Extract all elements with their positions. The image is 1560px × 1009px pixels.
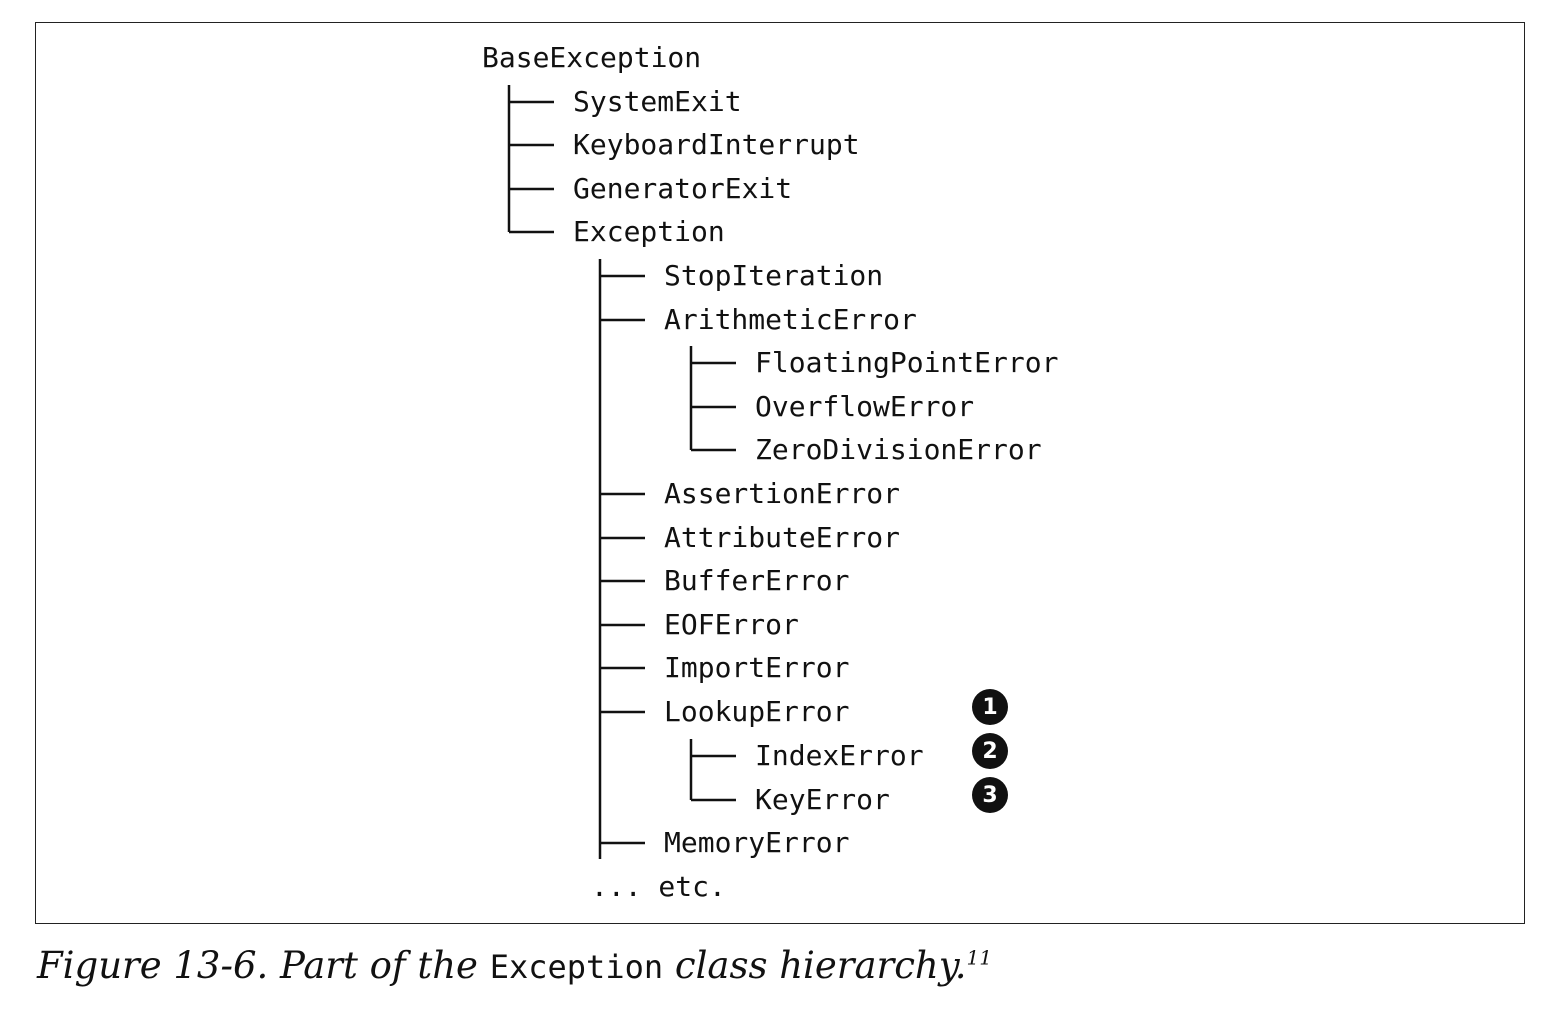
figure-frame: BaseException SystemExit KeyboardInterru…: [35, 22, 1525, 924]
tree-connectors: [507, 85, 736, 859]
node-eoferror: EOFError: [664, 608, 799, 641]
node-systemexit: SystemExit: [573, 85, 742, 118]
exception-hierarchy-tree: BaseException SystemExit KeyboardInterru…: [36, 23, 1524, 923]
node-lookuperror: LookupError: [664, 695, 850, 728]
node-generatorexit: GeneratorExit: [573, 172, 793, 205]
node-buffererror: BufferError: [664, 564, 850, 597]
node-keyboardinterrupt: KeyboardInterrupt: [573, 128, 860, 161]
node-attributeerror: AttributeError: [664, 521, 901, 554]
node-stopiteration: StopIteration: [664, 259, 884, 292]
callout-2-icon: 2: [972, 733, 1008, 769]
node-assertionerror: AssertionError: [664, 477, 901, 510]
node-exception: Exception: [573, 215, 725, 248]
figure-caption: Figure 13-6. Part of the Exception class…: [37, 944, 992, 987]
callout-1-icon: 1: [972, 689, 1008, 725]
node-keyerror: KeyError: [755, 783, 890, 816]
node-floatingpointerror: FloatingPointError: [755, 346, 1059, 379]
node-indexerror: IndexError: [755, 739, 924, 772]
caption-footnote: 11: [966, 945, 992, 970]
caption-code: Exception: [489, 948, 664, 986]
caption-prefix: Figure 13-6. Part of the: [37, 944, 490, 987]
caption-suffix: class hierarchy.: [663, 944, 967, 987]
node-zerodivisionerror: ZeroDivisionError: [755, 433, 1042, 466]
node-importerror: ImportError: [664, 651, 850, 684]
node-etc: ... etc.: [591, 870, 726, 903]
callout-3-icon: 3: [972, 777, 1008, 813]
node-baseexception: BaseException: [482, 41, 702, 74]
node-overflowerror: OverflowError: [755, 390, 975, 423]
node-arithmeticerror: ArithmeticError: [664, 303, 917, 336]
node-memoryerror: MemoryError: [664, 826, 850, 859]
